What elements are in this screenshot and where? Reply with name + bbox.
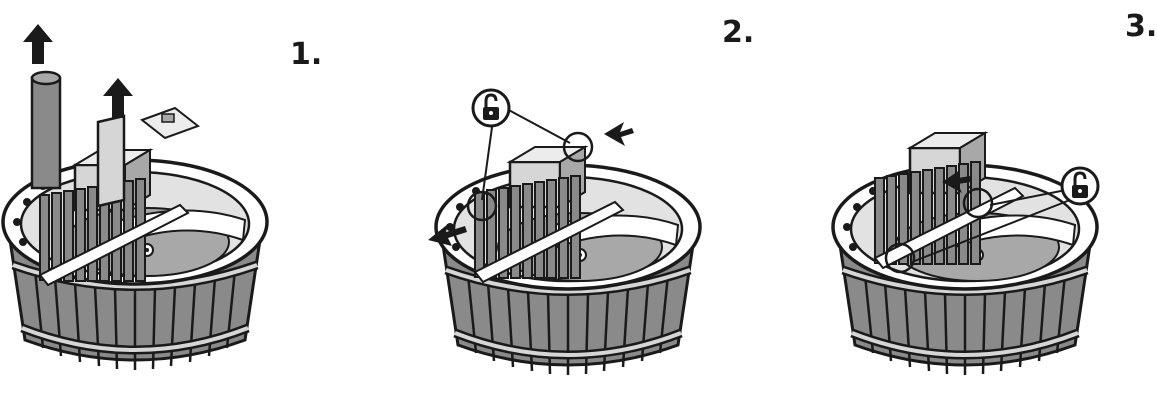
step-2-illustration — [428, 88, 700, 375]
step-number-3: 3. — [1125, 9, 1157, 44]
up-arrow-icon — [103, 78, 133, 118]
lid-plate — [139, 106, 201, 140]
unlock-icon — [1060, 166, 1100, 206]
lifted-panel — [96, 114, 126, 208]
direction-arrow-icon — [428, 224, 467, 246]
step-3-illustration — [833, 131, 1100, 375]
step-1-illustration — [3, 24, 267, 370]
step-number-2: 2. — [722, 15, 755, 50]
direction-arrow-icon — [942, 170, 971, 193]
unlock-icon — [471, 88, 511, 128]
up-arrow-icon — [23, 24, 53, 64]
direction-arrow-icon — [604, 122, 634, 146]
step-number-1: 1. — [290, 37, 323, 72]
chimney-pipe — [30, 70, 62, 190]
